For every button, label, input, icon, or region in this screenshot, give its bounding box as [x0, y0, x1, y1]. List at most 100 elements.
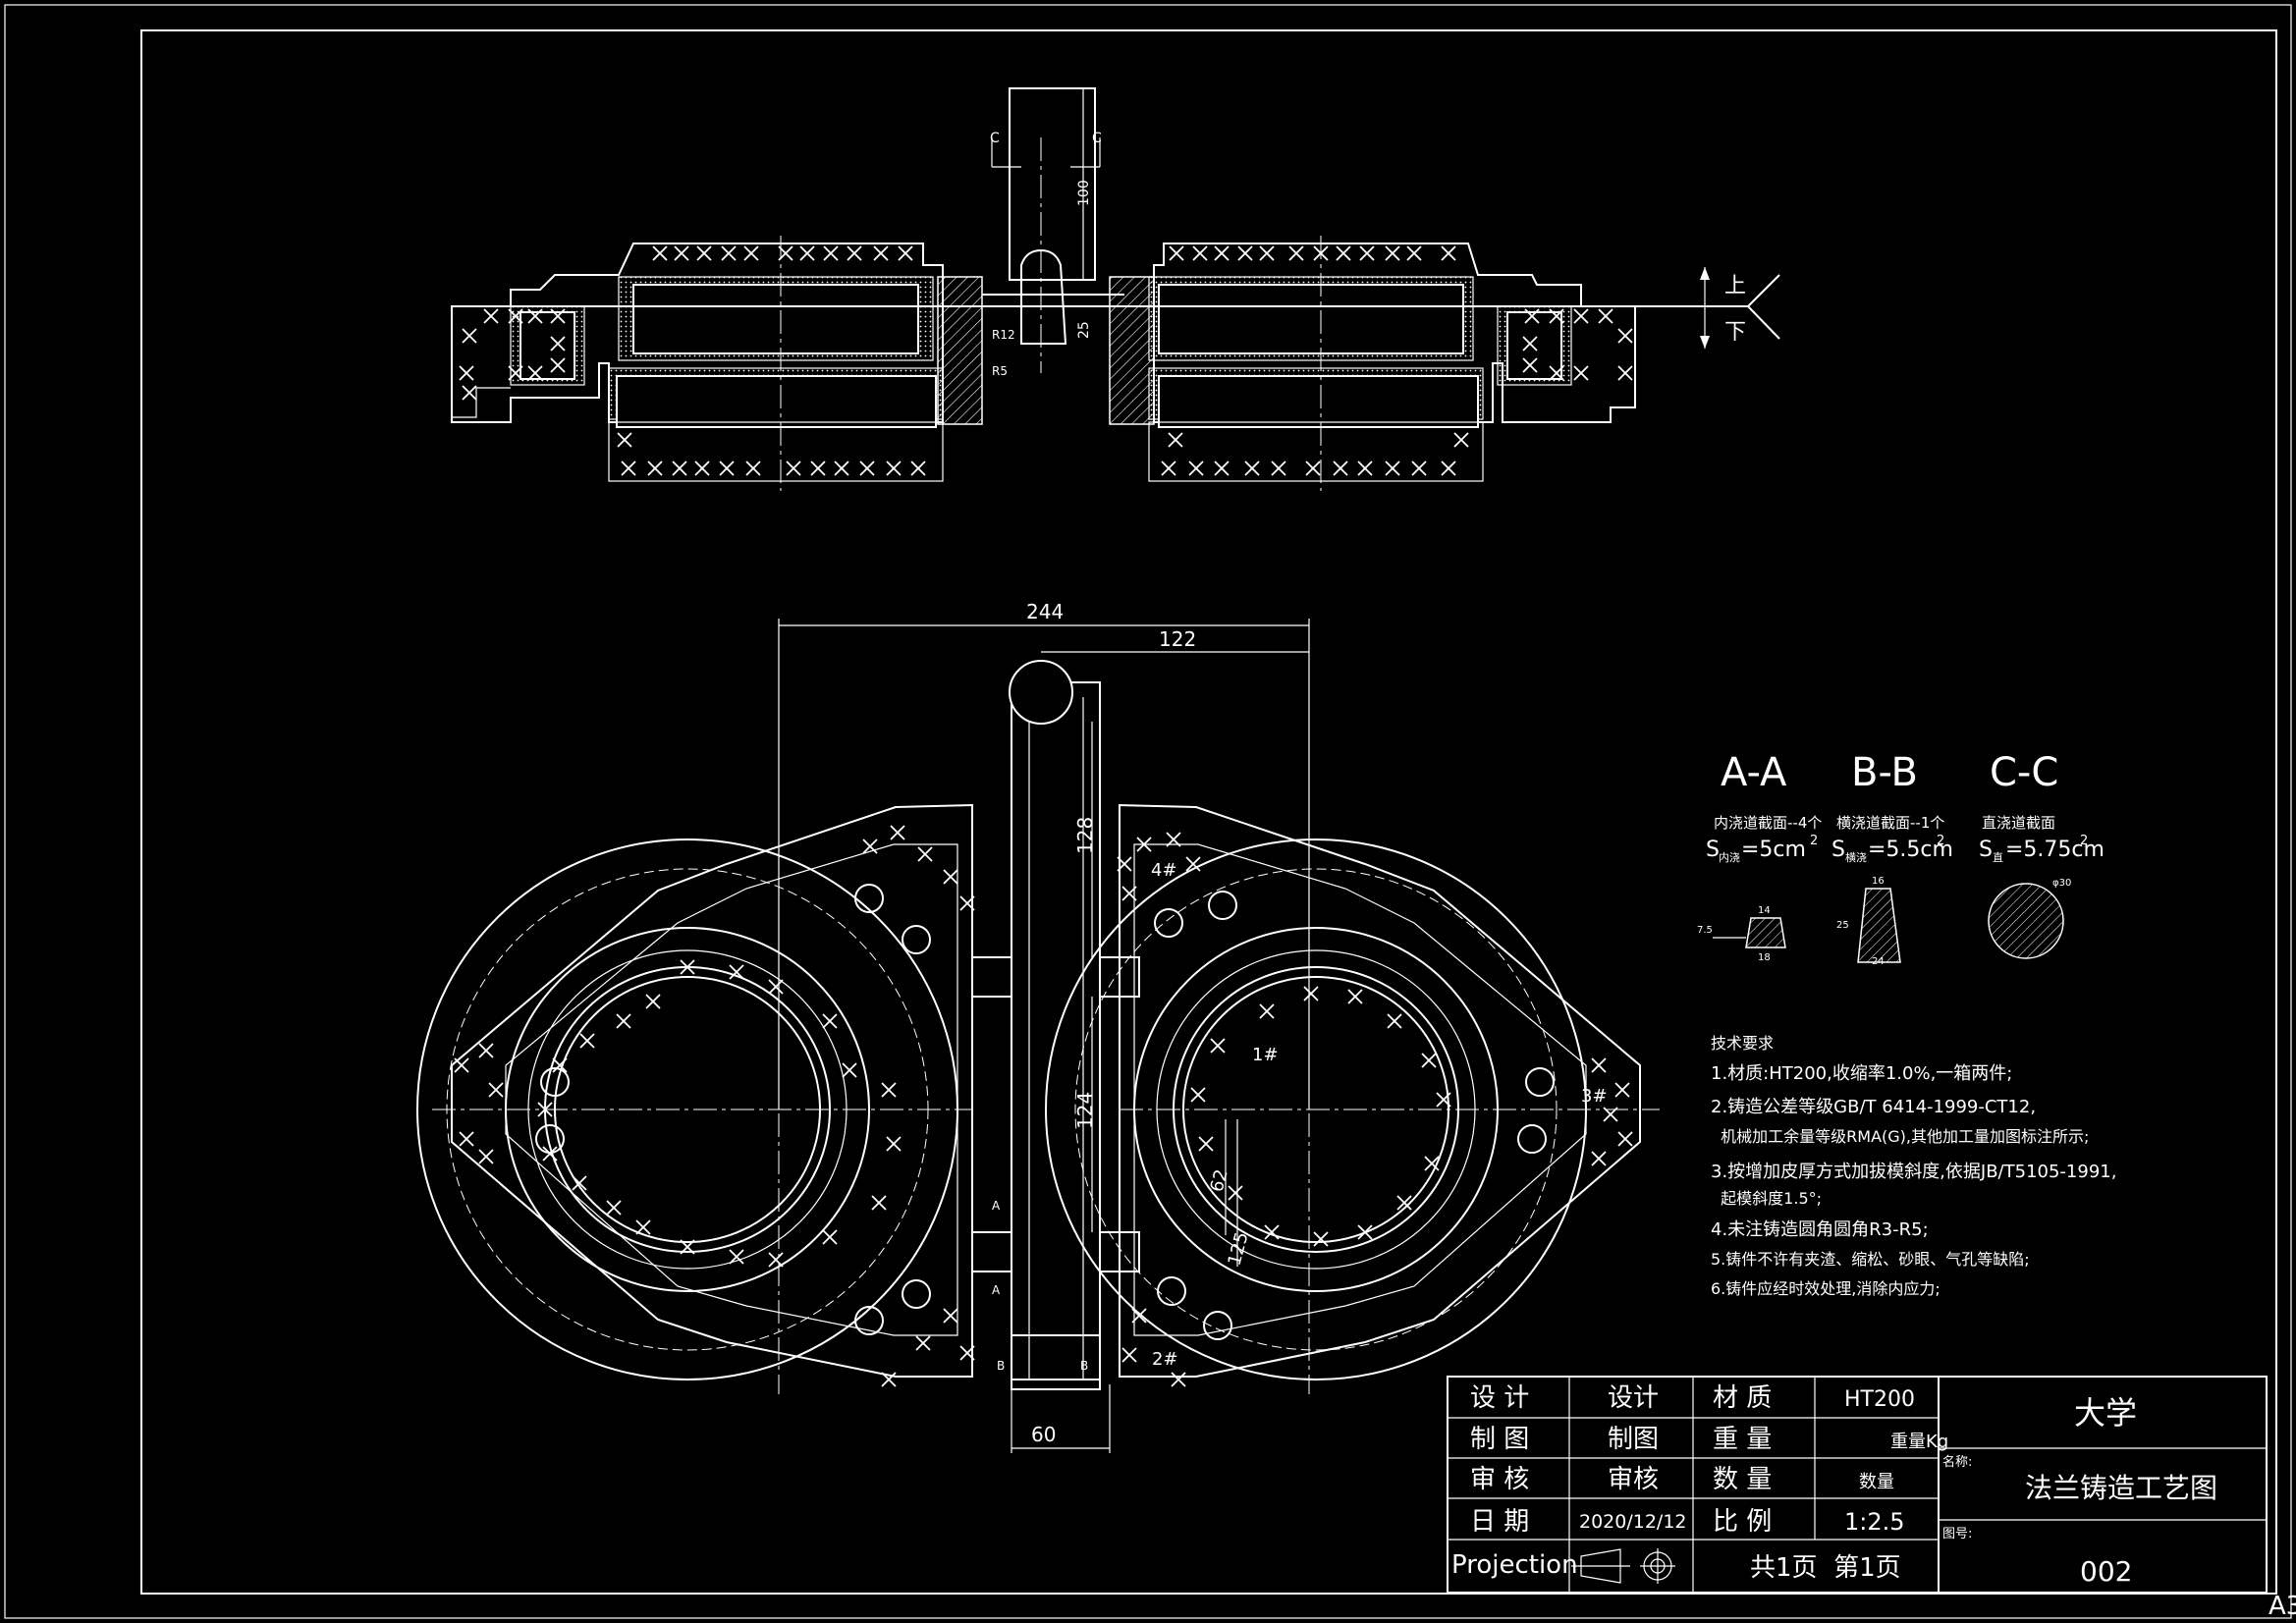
sand-mark — [1385, 245, 1400, 261]
sand-mark — [1524, 308, 1540, 324]
sand-mark — [454, 1057, 469, 1073]
bb-area-sup: 2 — [1937, 834, 1944, 848]
sand-mark — [842, 1062, 857, 1078]
sand-mark — [1313, 1231, 1329, 1247]
sand-mark — [881, 1372, 897, 1387]
sand-mark — [1271, 460, 1286, 476]
tb-qty-label: 数 量 — [1713, 1465, 1772, 1494]
sand-mark — [1424, 1156, 1440, 1171]
section-details: A-A B-B C-C 内浇道截面--4个 横浇道截面--1个 直浇道截面 S … — [1697, 750, 2105, 967]
section-aa-shape — [1745, 917, 1786, 948]
tb-weight-value: 重量Kg — [1890, 1432, 1948, 1452]
sand-mark — [1214, 460, 1230, 476]
sand-mark — [1259, 245, 1275, 261]
down-label: 下 — [1724, 320, 1746, 345]
cc-area-sub: 直 — [1993, 850, 2003, 864]
sand-mark — [1411, 460, 1427, 476]
dim-62: 62 — [1207, 1167, 1232, 1195]
sand-mark — [617, 432, 632, 448]
bb-area-val: =5.5cm — [1868, 838, 1953, 862]
sand-mark — [743, 245, 759, 261]
bb-dim-top: 16 — [1872, 876, 1885, 887]
sand-mark — [680, 959, 695, 975]
dim-60: 60 — [1031, 1423, 1056, 1446]
tb-projection-label: Projection — [1451, 1550, 1578, 1580]
section-bb-title: B-B — [1851, 750, 1918, 795]
sand-mark — [1359, 245, 1375, 261]
sand-mark — [694, 460, 710, 476]
sand-mark — [729, 1249, 744, 1265]
sand-mark — [1336, 245, 1351, 261]
cc-dim-dia: φ30 — [2052, 878, 2071, 889]
sand-mark — [674, 245, 689, 261]
sand-mark — [943, 869, 958, 885]
sand-mark — [1166, 832, 1181, 847]
tb-name-label: 名称: — [1942, 1454, 1972, 1470]
left-flange-section — [451, 236, 983, 491]
cut-label-c-right: C — [1092, 131, 1102, 146]
sand-mark — [1214, 245, 1230, 261]
tb-drawing-name: 法兰铸造工艺图 — [2025, 1472, 2217, 1504]
sand-mark — [550, 357, 566, 373]
tb-qty-value: 数量 — [1859, 1472, 1894, 1492]
sand-mark — [696, 245, 712, 261]
tb-number-label: 图号: — [1942, 1527, 1972, 1542]
plan-view: 244 122 — [416, 600, 1660, 1453]
tb-draw-label: 制 图 — [1470, 1425, 1529, 1454]
cut-a-top: A — [992, 1199, 1001, 1213]
sand-mark — [1347, 989, 1363, 1004]
sand-mark — [1121, 886, 1137, 901]
section-cc-desc: 直浇道截面 — [1982, 814, 2055, 832]
tb-scale-value: 1:2.5 — [1844, 1508, 1905, 1536]
dim-128: 128 — [1073, 817, 1097, 854]
runner-system: 60 128 124 A A B B — [971, 660, 1140, 1453]
sand-mark — [898, 245, 913, 261]
sand-mark — [1117, 856, 1132, 872]
sand-mark — [768, 979, 784, 995]
sand-mark — [1549, 308, 1564, 324]
sprue-top — [1009, 87, 1096, 281]
aa-area-s: S — [1706, 838, 1720, 862]
sand-mark — [488, 1082, 504, 1098]
dim-122: 122 — [1159, 627, 1196, 651]
sand-mark — [1121, 1347, 1137, 1363]
sand-mark — [621, 460, 636, 476]
sand-mark — [1617, 365, 1633, 381]
section-cc-shape — [1988, 883, 2064, 959]
inner-frame — [140, 29, 2277, 1595]
sand-mark — [1192, 245, 1208, 261]
section-aa-desc: 内浇道截面--4个 — [1714, 814, 1822, 832]
section-aa-title: A-A — [1721, 750, 1787, 795]
tb-scale-label: 比 例 — [1713, 1507, 1772, 1537]
right-pattern: 62 125 1# 2# 3# 4# — [1045, 628, 1660, 1394]
sand-mark — [1210, 1038, 1226, 1054]
sand-mark — [1168, 432, 1183, 448]
sand-mark — [552, 1057, 568, 1073]
sand-mark — [478, 1149, 494, 1164]
tb-check-label: 审 核 — [1470, 1465, 1529, 1494]
top-section-view: C C 100 25 R12 R5 — [451, 87, 1780, 491]
sand-mark — [834, 460, 849, 476]
sand-mark — [508, 308, 523, 324]
sand-mark — [1228, 1185, 1243, 1201]
sand-mark — [873, 245, 889, 261]
sand-mark — [917, 846, 933, 862]
sand-mark — [579, 1033, 595, 1049]
sand-mark — [1617, 328, 1633, 344]
sand-mark — [1573, 365, 1589, 381]
sand-mark — [1436, 1092, 1451, 1108]
sand-marks-main — [454, 825, 1633, 1387]
sand-mark — [652, 245, 668, 261]
sand-mark — [680, 1239, 695, 1255]
sand-mark — [1198, 1136, 1214, 1152]
label-3: 3# — [1581, 1086, 1608, 1107]
bb-dim-bottom: 24 — [1872, 956, 1885, 967]
tech-item: 1.材质:HT200,收缩率1.0%,一箱两件; — [1711, 1063, 2012, 1084]
sand-mark — [542, 1146, 558, 1162]
dim-100: 100 — [1076, 180, 1092, 206]
bb-area-s: S — [1831, 838, 1845, 862]
sand-mark — [768, 1252, 784, 1268]
sand-mark — [871, 1195, 887, 1211]
section-cc-title: C-C — [1990, 750, 2058, 795]
